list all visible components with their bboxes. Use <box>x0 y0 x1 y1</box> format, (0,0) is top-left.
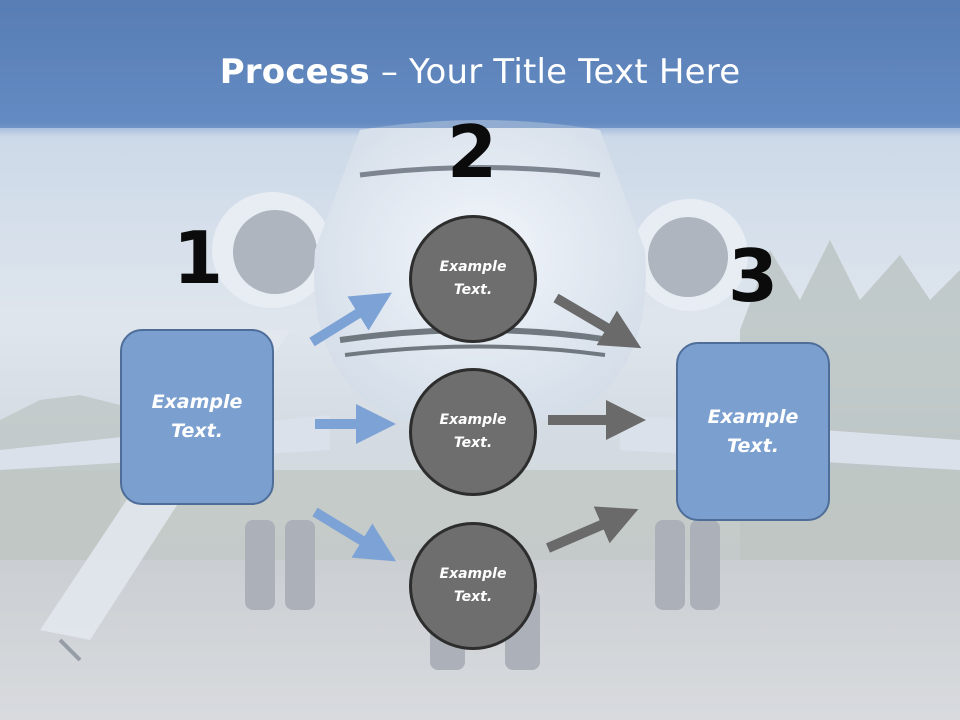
step-1-box: Example Text. <box>120 329 274 505</box>
step-1-text: Example Text. <box>151 391 243 442</box>
step-2-circle-top: Example Text. <box>409 215 537 343</box>
arrow-gray-down <box>553 293 642 349</box>
slide-title: Process – Your Title Text Here <box>0 52 960 92</box>
step-3-text: Example Text. <box>707 405 799 457</box>
step-2-circle-bottom: Example Text. <box>409 522 537 650</box>
arrow-blue-up <box>309 292 393 347</box>
circle-text: Example Text. <box>439 259 507 298</box>
step-number-2: 2 <box>446 110 498 194</box>
arrow-gray-up <box>546 506 639 553</box>
circle-text: Example Text. <box>439 566 507 605</box>
circle-text: Example Text. <box>439 412 507 451</box>
step-3-box: Example Text. <box>676 342 830 521</box>
arrow-blue-down <box>312 507 397 562</box>
step-number-3: 3 <box>727 234 779 318</box>
step-2-circle-middle: Example Text. <box>409 368 537 496</box>
title-rest: – Your Title Text Here <box>369 52 741 92</box>
step-number-1: 1 <box>172 216 224 300</box>
title-bold: Process <box>219 52 370 92</box>
